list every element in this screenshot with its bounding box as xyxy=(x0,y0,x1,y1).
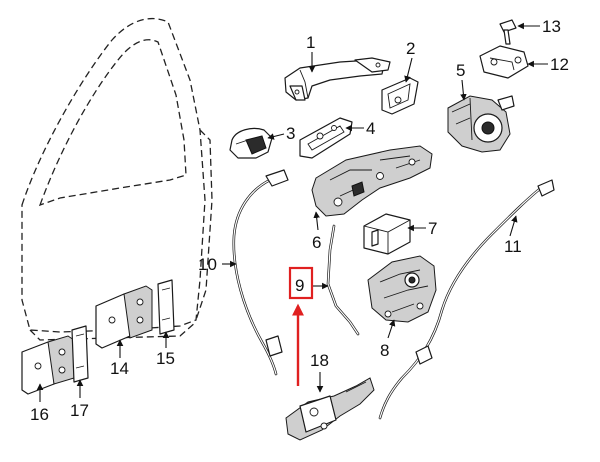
callout-18: 18 xyxy=(310,351,329,370)
highlight xyxy=(288,266,314,386)
callout-labels: 1 2 3 4 5 6 7 8 9 10 11 12 13 14 15 16 1… xyxy=(30,17,569,424)
callout-6: 6 xyxy=(312,233,321,252)
callout-4: 4 xyxy=(366,119,375,138)
leader-lines xyxy=(36,22,548,402)
callout-8: 8 xyxy=(380,341,389,360)
callout-11: 11 xyxy=(504,237,522,256)
lower-hinge-shim xyxy=(71,325,89,383)
release-cable xyxy=(378,179,555,420)
callout-15: 15 xyxy=(156,349,175,368)
highlight-box-9 xyxy=(288,266,314,300)
inside-handle-cable xyxy=(232,169,289,376)
door-latch-body xyxy=(367,255,437,323)
lock-actuator xyxy=(447,95,515,153)
callout-5: 5 xyxy=(456,61,465,80)
upper-hinge-shim xyxy=(157,279,175,335)
callout-13: 13 xyxy=(542,17,561,36)
leader-5 xyxy=(460,79,467,101)
leader-2 xyxy=(404,57,413,83)
callout-16: 16 xyxy=(30,405,49,424)
lower-door-hinge xyxy=(21,335,75,395)
door-check-strap xyxy=(285,377,375,441)
handle-bracket xyxy=(299,117,353,159)
latch-assembly xyxy=(311,145,433,217)
callout-2: 2 xyxy=(406,39,415,58)
leader-11 xyxy=(509,215,518,237)
striker-bolt xyxy=(499,19,517,45)
callout-10: 10 xyxy=(198,255,217,274)
callout-14: 14 xyxy=(110,359,129,378)
callout-1: 1 xyxy=(306,33,315,52)
callout-17: 17 xyxy=(70,401,89,420)
callout-3: 3 xyxy=(286,124,295,143)
lock-rod xyxy=(326,224,360,336)
key-cylinder-cap xyxy=(229,127,273,159)
door-outline xyxy=(21,18,213,341)
outside-door-handle xyxy=(284,57,391,101)
upper-door-hinge xyxy=(95,285,153,349)
handle-trim-cover xyxy=(381,77,419,115)
leader-8 xyxy=(387,319,396,339)
callout-9: 9 xyxy=(295,276,304,295)
leader-3 xyxy=(267,133,285,140)
callout-12: 12 xyxy=(550,55,569,74)
striker-plate xyxy=(479,45,529,79)
callout-7: 7 xyxy=(428,219,437,238)
leader-6 xyxy=(313,211,320,231)
lock-control-module xyxy=(363,213,411,255)
